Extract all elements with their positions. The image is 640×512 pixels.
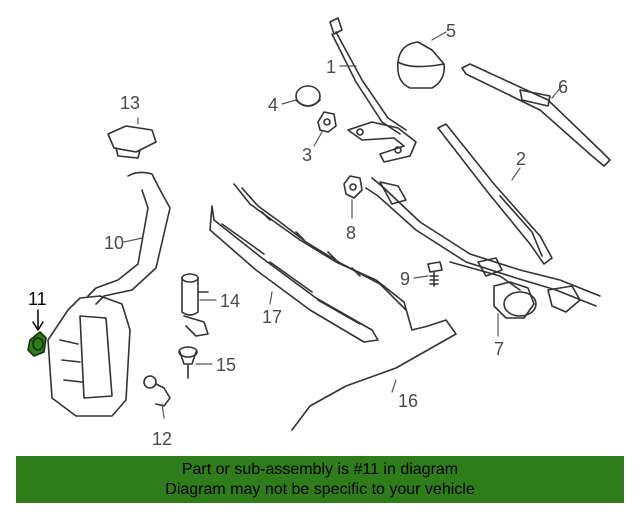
nut-3	[317, 111, 337, 133]
callout-14: 14	[220, 291, 241, 311]
reservoir-cap	[107, 125, 157, 159]
nut-8	[343, 175, 363, 199]
wiper-arm-right	[437, 123, 553, 265]
fitting-12	[143, 375, 171, 407]
callout-3: 3	[302, 145, 313, 165]
filler-neck	[87, 171, 171, 305]
callout-4: 4	[268, 95, 279, 115]
part-info-banner: Part or sub-assembly is #11 in diagram D…	[16, 456, 624, 503]
callout-10: 10	[104, 233, 125, 253]
callout-17: 17	[262, 307, 283, 327]
banner-line-1: Part or sub-assembly is #11 in diagram	[181, 461, 459, 478]
callout-1: 1	[326, 57, 337, 77]
grommet-11-highlighted	[27, 331, 47, 357]
wiper-arm-left	[329, 17, 417, 163]
washer-pump	[181, 273, 209, 337]
callout-2: 2	[516, 149, 527, 169]
callout-12: 12	[152, 429, 173, 449]
callout-13: 13	[120, 93, 141, 113]
bolt-9	[427, 261, 443, 287]
callout-6: 6	[558, 77, 569, 97]
callout-7: 7	[494, 339, 505, 359]
washer-hose	[233, 183, 457, 431]
wiper-linkage-motor	[365, 177, 601, 319]
leader-lines	[32, 31, 563, 419]
washer-reservoir	[47, 295, 131, 417]
wiper-blade-right	[461, 63, 611, 167]
grommet-15	[178, 346, 198, 379]
callout-11: 11	[28, 289, 47, 309]
callout-15: 15	[216, 355, 237, 375]
banner-line-2: Diagram may not be specific to your vehi…	[165, 481, 475, 498]
cowl-seal	[209, 205, 379, 343]
callout-5: 5	[446, 21, 457, 41]
nut-cap	[295, 85, 321, 107]
parts-diagram	[27, 17, 611, 431]
callout-16: 16	[398, 391, 419, 411]
pivot-cap	[396, 41, 446, 89]
callout-8: 8	[346, 223, 357, 243]
callout-9: 9	[400, 269, 411, 289]
